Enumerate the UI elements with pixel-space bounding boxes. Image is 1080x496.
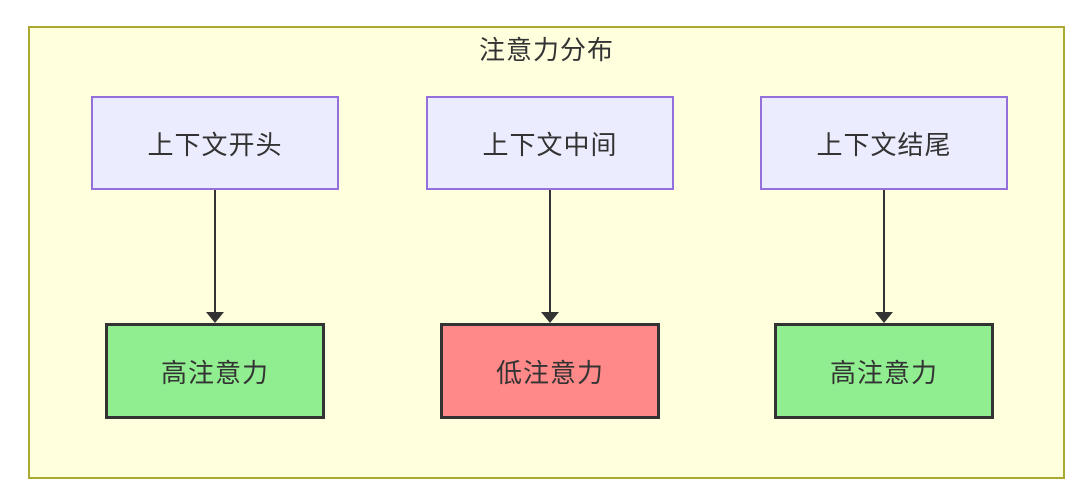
arrow-connector <box>206 190 224 323</box>
attention-distribution-cluster: 注意力分布 上下文开头 高注意力 上下文中间 低注意力 <box>28 26 1065 479</box>
column-context-end: 上下文结尾 高注意力 <box>760 96 1008 419</box>
column-context-start: 上下文开头 高注意力 <box>91 96 339 419</box>
node-label: 上下文结尾 <box>816 129 952 160</box>
arrow-head-down-icon <box>875 312 893 323</box>
node-low-attention-middle: 低注意力 <box>440 323 660 419</box>
node-context-start: 上下文开头 <box>91 96 339 190</box>
arrow-connector <box>541 190 559 323</box>
node-label: 高注意力 <box>160 357 269 388</box>
node-context-end: 上下文结尾 <box>760 96 1008 190</box>
node-context-middle: 上下文中间 <box>426 96 674 190</box>
node-high-attention-end: 高注意力 <box>774 323 994 419</box>
arrow-line <box>883 190 885 312</box>
node-label: 上下文中间 <box>482 129 618 160</box>
arrow-head-down-icon <box>541 312 559 323</box>
node-high-attention-start: 高注意力 <box>105 323 325 419</box>
column-context-middle: 上下文中间 低注意力 <box>426 96 674 419</box>
diagram-title: 注意力分布 <box>478 35 614 65</box>
node-label: 高注意力 <box>829 357 938 388</box>
arrow-connector <box>875 190 893 323</box>
node-label: 低注意力 <box>495 357 604 388</box>
node-label: 上下文开头 <box>147 129 283 160</box>
arrow-line <box>214 190 216 312</box>
arrow-head-down-icon <box>206 312 224 323</box>
arrow-line <box>549 190 551 312</box>
